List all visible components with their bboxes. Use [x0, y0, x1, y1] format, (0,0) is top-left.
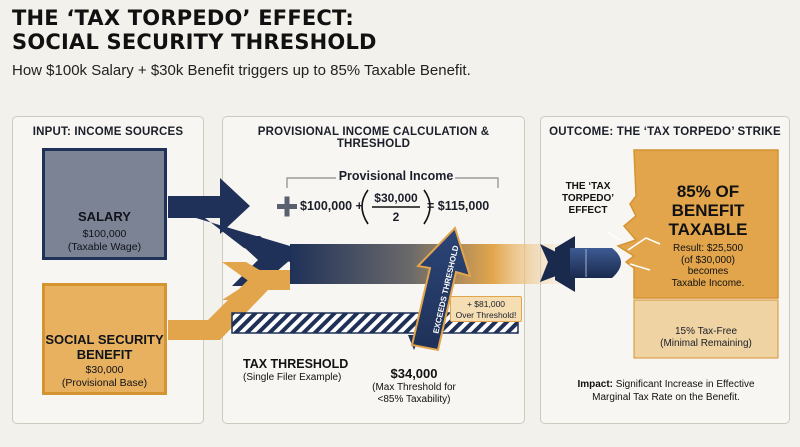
formula-denominator: 2: [392, 210, 400, 224]
threshold-amount: $34,000: [390, 366, 438, 381]
taxable-percent-heading: 85% OF BENEFIT TAXABLE: [638, 182, 778, 239]
fraction-parens: [361, 189, 431, 225]
torpedo-effect-line-2: TORPEDO’: [561, 193, 615, 204]
taxable-percent-line-1: 85% OF: [676, 182, 740, 201]
formula-title: Provisional Income: [338, 169, 454, 183]
threshold-subnote-2: <85% Taxability): [377, 394, 451, 405]
page-title: THE ‘TAX TORPEDO’ EFFECT: SOCIAL SECURIT…: [12, 6, 377, 54]
taxable-result-line-3: becomes: [687, 266, 729, 277]
over-threshold-amount: + $81,000: [466, 299, 506, 309]
exceeds-threshold-arrow: [410, 226, 472, 352]
social-security-box: SOCIAL SECURITY BENEFIT $30,000 (Provisi…: [42, 283, 167, 395]
calculation-panel-title: PROVISIONAL INCOME CALCULATION & THRESHO…: [257, 126, 490, 150]
taxable-percent-line-3: TAXABLE: [668, 220, 748, 239]
torpedo-effect-line-1: THE ‘TAX: [565, 181, 611, 192]
tax-free-line-2: (Minimal Remaining): [660, 338, 752, 349]
social-security-label-2: BENEFIT: [76, 347, 133, 362]
formula-bracket: [286, 177, 499, 188]
salary-note: (Taxable Wage): [67, 241, 142, 253]
over-threshold-text: Over Threshold!: [455, 310, 517, 320]
taxable-result-line-4: Taxable Income.: [671, 277, 745, 289]
social-security-label-1: SOCIAL SECURITY: [45, 332, 164, 347]
torpedo-effect-label: THE ‘TAX TORPEDO’ EFFECT: [548, 181, 628, 217]
torpedo-effect-line-3: EFFECT: [568, 205, 608, 216]
impact-label: Impact:: [577, 379, 613, 390]
taxable-impact-panel: [616, 149, 779, 299]
tax-threshold-bar: [231, 312, 519, 334]
torpedo-icon: [540, 236, 621, 292]
title-line-2: SOCIAL SECURITY THRESHOLD: [12, 30, 377, 54]
taxable-result-text: Result: $25,500 (of $30,000) becomes Tax…: [640, 243, 776, 289]
plus-icon: [277, 196, 297, 217]
tax-threshold-note: (Single Filer Example): [243, 372, 342, 383]
page-subtitle: How $100k Salary + $30k Benefit triggers…: [12, 62, 471, 79]
title-line-1: THE ‘TAX TORPEDO’ EFFECT:: [12, 6, 355, 30]
salary-box: SALARY $100,000 (Taxable Wage): [42, 148, 167, 260]
social-security-amount: $30,000: [85, 364, 124, 376]
outcome-panel-title: OUTCOME: THE ‘TAX TORPEDO’ STRIKE: [549, 126, 781, 138]
formula-numerator: $30,000: [374, 191, 418, 205]
impact-crack-lines: [607, 231, 661, 271]
taxable-result-line-2: (of $30,000): [681, 254, 735, 266]
salary-label: SALARY: [78, 209, 131, 224]
tax-free-panel: [633, 299, 779, 359]
input-panel-title: INPUT: INCOME SOURCES: [32, 126, 184, 138]
impact-line-2: Marginal Tax Rate on the Benefit.: [592, 392, 740, 403]
social-security-note: (Provisional Base): [61, 377, 148, 389]
social-security-merge-chevron: [222, 262, 280, 300]
tax-free-line-1: 15% Tax-Free: [674, 326, 738, 337]
formula-term-salary: $100,000 +: [300, 199, 363, 213]
over-threshold-callout: + $81,000 Over Threshold!: [450, 296, 522, 322]
threshold-subnote-1: (Max Threshold for: [372, 382, 456, 393]
tax-threshold-title: TAX THRESHOLD: [243, 357, 349, 371]
tax-free-text: 15% Tax-Free (Minimal Remaining): [636, 326, 776, 350]
formula-result: = $115,000: [427, 199, 490, 213]
threshold-subnote: (Max Threshold for <85% Taxability): [354, 382, 474, 406]
salary-amount: $100,000: [82, 228, 127, 240]
impact-statement: Impact: Significant Increase in Effectiv…: [548, 378, 784, 404]
taxable-percent-line-2: BENEFIT: [671, 201, 745, 220]
impact-line-1: Significant Increase in Effective: [613, 379, 755, 390]
taxable-result-line-1: Result: $25,500: [672, 243, 744, 254]
